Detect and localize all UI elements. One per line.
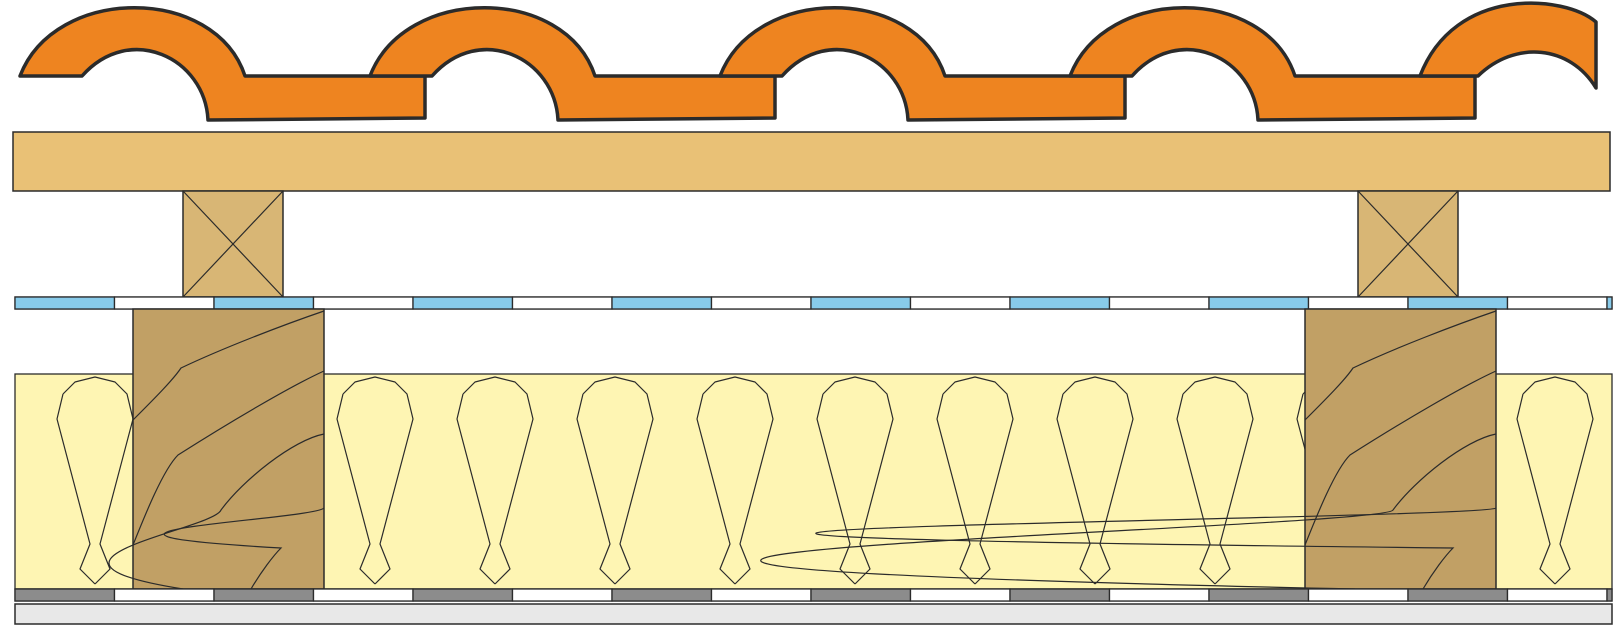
vapour-segment — [1009, 588, 1111, 602]
membrane-segment — [710, 296, 812, 310]
vapour-segment — [113, 588, 215, 602]
insulation-fibre-loop — [816, 376, 894, 585]
vapour-segment — [710, 588, 812, 602]
section-cross-line — [1357, 190, 1459, 298]
insulation-fibre-loop — [1176, 376, 1254, 585]
insulation-fibre-loop — [696, 376, 774, 585]
membrane-segment — [810, 296, 912, 310]
rafter — [760, 308, 1497, 590]
vapour-segment — [909, 588, 1011, 602]
wood-grain-line — [163, 507, 325, 590]
roof-tile — [718, 6, 1127, 122]
roof-tile — [1418, 1, 1598, 90]
insulation-fibre-loop — [456, 376, 534, 585]
insulation-fibre-loop — [1056, 376, 1134, 585]
membrane-segment — [1009, 296, 1111, 310]
rafter-body — [132, 308, 325, 590]
vapour-segment — [1506, 588, 1608, 602]
vapour-control-layer — [14, 588, 1613, 602]
rafters — [108, 308, 1497, 590]
wood-grain-line — [132, 370, 325, 546]
membrane-segment — [1307, 296, 1409, 310]
roof-tile — [18, 6, 427, 122]
membrane-segment — [412, 296, 514, 310]
breather-membrane — [14, 296, 1613, 310]
vapour-segment — [1208, 588, 1310, 602]
wood-grain-line — [108, 433, 325, 590]
rafter-body — [1304, 308, 1497, 590]
membrane-segment — [1407, 296, 1509, 310]
membrane-segment — [611, 296, 713, 310]
counter-battens — [182, 190, 1459, 298]
vapour-segment — [810, 588, 912, 602]
vapour-segment — [1407, 588, 1509, 602]
vapour-segment — [611, 588, 713, 602]
insulation-fibre-loop — [336, 376, 414, 585]
membrane-segment — [1506, 296, 1608, 310]
rafter — [108, 308, 325, 590]
roof-batten — [12, 131, 1611, 192]
roof-tile — [1068, 6, 1477, 122]
wood-grain-line — [132, 310, 325, 421]
insulation-fibre-loop — [936, 376, 1014, 585]
wood-grain-line — [815, 507, 1497, 590]
membrane-segment — [113, 296, 215, 310]
roof-tiles — [18, 1, 1598, 122]
vapour-segment — [1307, 588, 1409, 602]
insulation-fibre-loop — [1516, 376, 1594, 585]
membrane-segment — [1108, 296, 1210, 310]
vapour-segment — [1606, 588, 1613, 602]
membrane-segment — [14, 296, 116, 310]
vapour-segment — [213, 588, 315, 602]
counter-batten — [1357, 190, 1459, 298]
vapour-segment — [511, 588, 613, 602]
vapour-segment — [14, 588, 116, 602]
wood-grain-line — [1304, 370, 1497, 546]
membrane-segment — [511, 296, 613, 310]
wood-grain-line — [760, 433, 1497, 590]
wood-grain-line — [1304, 310, 1497, 421]
vapour-segment — [1108, 588, 1210, 602]
vapour-segment — [312, 588, 414, 602]
membrane-segment — [312, 296, 414, 310]
insulation-fibre-loop — [576, 376, 654, 585]
membrane-segment — [1208, 296, 1310, 310]
roof-tile — [368, 6, 777, 122]
membrane-segment — [909, 296, 1011, 310]
membrane-segment — [213, 296, 315, 310]
membrane-segment — [1606, 296, 1613, 310]
counter-batten — [182, 190, 284, 298]
ceiling-board — [14, 603, 1613, 625]
section-cross-line — [182, 190, 284, 298]
insulation-fibre-loop — [56, 376, 134, 585]
vapour-segment — [412, 588, 514, 602]
